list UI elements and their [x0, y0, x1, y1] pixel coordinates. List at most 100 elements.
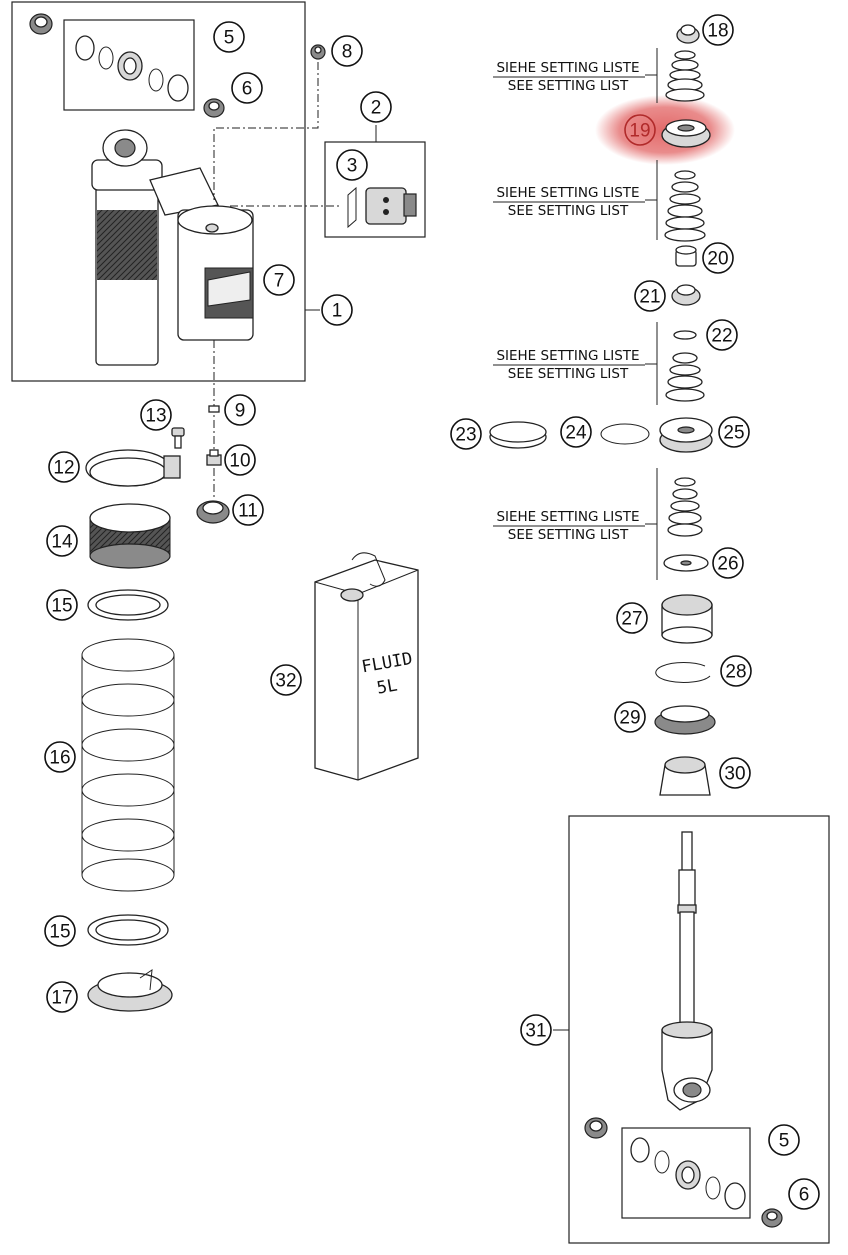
callout-15-bottom[interactable]: 15 [44, 915, 76, 947]
callout-18[interactable]: 18 [702, 14, 734, 46]
callout-9[interactable]: 9 [224, 394, 256, 426]
svg-text:28: 28 [725, 662, 746, 683]
bushing-6-lower [761, 1208, 783, 1228]
callout-13[interactable]: 13 [140, 399, 172, 431]
note2-en: SEE SETTING LIST [508, 203, 629, 219]
shim-stack-c [665, 330, 705, 402]
shim-stack-b [664, 170, 706, 242]
bearing-kit-parts [75, 35, 189, 102]
svg-text:26: 26 [717, 554, 738, 575]
setting-note-4: SIEHE SETTING LISTE SEE SETTING LIST [493, 509, 645, 543]
callout-21[interactable]: 21 [634, 280, 666, 312]
callout-11[interactable]: 11 [232, 494, 264, 526]
piston-rod-31 [661, 831, 713, 1111]
reservoir [177, 205, 254, 341]
bushing-lower [584, 1117, 608, 1139]
callout-29[interactable]: 29 [614, 701, 646, 733]
assembly-frame-1 [11, 1, 306, 382]
washer-26 [663, 554, 709, 572]
bushing-6 [203, 98, 225, 118]
callout-15-top[interactable]: 15 [46, 589, 78, 621]
bumper-cap-11 [196, 500, 230, 524]
svg-text:3: 3 [347, 156, 358, 177]
spring-retainer-17 [87, 968, 173, 1012]
spring-washer-15-bottom [87, 914, 169, 946]
ring-23 [489, 421, 547, 449]
callout-7[interactable]: 7 [263, 264, 295, 296]
leader-valve [213, 62, 319, 200]
svg-text:23: 23 [455, 425, 476, 446]
note1-de: SIEHE SETTING LISTE [496, 60, 639, 76]
callout-22[interactable]: 22 [706, 319, 738, 351]
callout-24[interactable]: 24 [560, 416, 592, 448]
nut-18 [676, 24, 700, 44]
callout-8[interactable]: 8 [331, 35, 363, 67]
note1-en: SEE SETTING LIST [508, 78, 629, 94]
svg-text:6: 6 [242, 79, 253, 100]
callout-31[interactable]: 31 [520, 1014, 552, 1046]
note3-en: SEE SETTING LIST [508, 366, 629, 382]
valve-8 [310, 44, 326, 60]
callout-27[interactable]: 27 [616, 602, 648, 634]
svg-text:13: 13 [145, 406, 166, 427]
svg-text:22: 22 [711, 326, 732, 347]
shock-body [91, 129, 219, 366]
note4-de: SIEHE SETTING LISTE [496, 509, 639, 525]
svg-text:32: 32 [275, 671, 296, 692]
setting-note-3: SIEHE SETTING LISTE SEE SETTING LIST [493, 348, 645, 382]
callout-19[interactable]: 19 [624, 114, 656, 146]
svg-text:30: 30 [724, 764, 745, 785]
bearing-kit-parts-lower [630, 1137, 746, 1210]
callout-23[interactable]: 23 [450, 418, 482, 450]
adjuster-frame [324, 141, 426, 238]
fluid-label-line2: 5L [375, 675, 399, 698]
callout-3[interactable]: 3 [336, 149, 368, 181]
setting-note-2: SIEHE SETTING LISTE SEE SETTING LIST [493, 185, 645, 219]
callout-6-top[interactable]: 6 [231, 72, 263, 104]
svg-text:2: 2 [371, 98, 382, 119]
svg-text:19: 19 [629, 121, 650, 142]
callout-10[interactable]: 10 [224, 444, 256, 476]
o-ring-24 [600, 423, 650, 445]
bushing-27 [661, 594, 713, 644]
callout-17[interactable]: 17 [46, 981, 78, 1013]
svg-text:9: 9 [235, 401, 246, 422]
svg-text:31: 31 [525, 1021, 546, 1042]
spring-washer-15-top [87, 589, 169, 621]
nut-21 [671, 284, 701, 306]
callout-32[interactable]: 32 [270, 664, 302, 696]
callout-28[interactable]: 28 [720, 655, 752, 687]
callout-16[interactable]: 16 [44, 741, 76, 773]
circlip-28 [655, 662, 711, 684]
callout-5-bottom[interactable]: 5 [768, 1124, 800, 1156]
adjuster-parts [347, 186, 417, 229]
note2-de: SIEHE SETTING LISTE [496, 185, 639, 201]
svg-text:16: 16 [49, 748, 70, 769]
callout-1[interactable]: 1 [321, 294, 353, 326]
bearing-kit-frame-lower [621, 1127, 751, 1219]
svg-text:5: 5 [779, 1131, 790, 1152]
callout-5-top[interactable]: 5 [213, 21, 245, 53]
note4-en: SEE SETTING LIST [508, 527, 629, 543]
piston-19 [661, 119, 711, 148]
callout-26[interactable]: 26 [712, 547, 744, 579]
screw-13 [171, 427, 185, 449]
adjuster-ring-14 [89, 503, 171, 569]
callout-12[interactable]: 12 [48, 451, 80, 483]
svg-text:25: 25 [723, 423, 744, 444]
top-bushing [29, 13, 53, 35]
svg-text:21: 21 [639, 287, 660, 308]
svg-text:17: 17 [51, 988, 72, 1009]
callout-30[interactable]: 30 [719, 757, 751, 789]
svg-text:29: 29 [619, 708, 640, 729]
callout-14[interactable]: 14 [46, 525, 78, 557]
callout-25[interactable]: 25 [718, 416, 750, 448]
spacer-20 [675, 245, 697, 267]
svg-text:15: 15 [51, 596, 72, 617]
bearing-kit-frame [63, 19, 195, 111]
svg-text:14: 14 [51, 532, 73, 553]
callout-6-bottom[interactable]: 6 [788, 1178, 820, 1210]
shim-stack-a [665, 50, 705, 102]
callout-20[interactable]: 20 [702, 242, 734, 274]
callout-2[interactable]: 2 [360, 91, 392, 123]
